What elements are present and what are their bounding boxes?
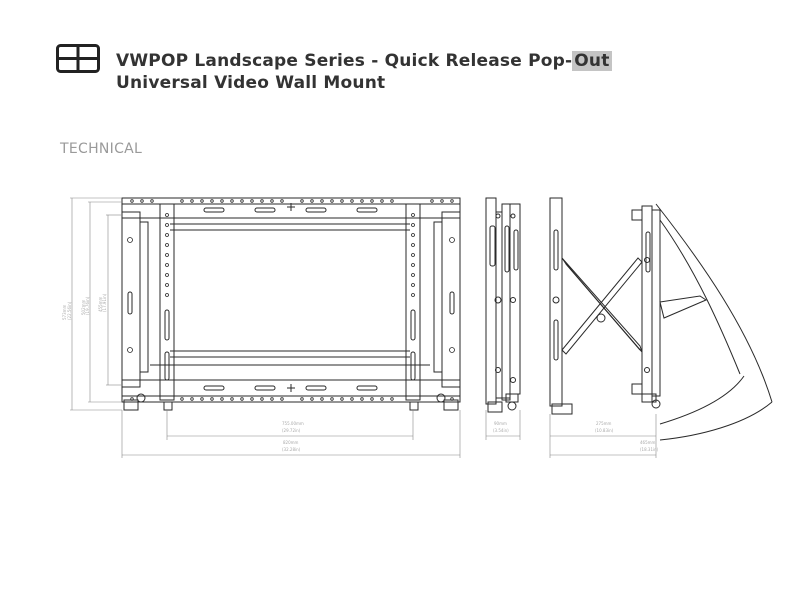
dim-side-depth-in: (3.54in)	[493, 428, 509, 433]
dim-extended-depth: 275mm	[596, 421, 612, 426]
dim-width-outer: 820mm	[283, 440, 299, 445]
dim-width-outer-in: (32.28in)	[282, 447, 301, 452]
front-view-holes	[127, 199, 455, 401]
dim-height-mid-in: (19.76in)	[85, 296, 90, 315]
extended-view-dimensions	[549, 414, 657, 458]
title-line-1-main: VWPOP Landscape Series - Quick Release P…	[116, 51, 573, 71]
front-view-dimensions	[70, 197, 461, 458]
dim-extended-total-in: (18.31in)	[640, 447, 659, 452]
side-view-extended	[549, 197, 773, 441]
side-view-collapsed	[485, 197, 521, 413]
dim-height-outer: 573mm	[62, 304, 67, 320]
dim-height-inner: 455mm	[98, 296, 103, 312]
dim-extended-total: 465mm	[640, 440, 656, 445]
front-view	[121, 197, 461, 411]
dim-side-depth: 90mm	[494, 421, 507, 426]
side-view-dimensions	[485, 410, 521, 440]
dim-height-mid: 502mm	[81, 299, 86, 315]
dim-height-inner-in: (17.91in)	[102, 293, 107, 312]
dim-width-inner-in: (29.72in)	[282, 428, 301, 433]
dim-height-outer-in: (22.56in)	[67, 301, 72, 320]
section-label: TECHNICAL	[60, 141, 143, 157]
page-title: VWPOP Landscape Series - Quick Release P…	[116, 50, 612, 94]
dim-extended-depth-in: (10.83in)	[595, 428, 614, 433]
title-line-1: VWPOP Landscape Series - Quick Release P…	[116, 50, 612, 72]
title-line-1-highlight: Out	[572, 51, 612, 71]
title-line-2: Universal Video Wall Mount	[116, 73, 386, 93]
video-wall-grid-icon	[56, 44, 100, 73]
dim-width-inner: 755.00mm	[282, 421, 304, 426]
